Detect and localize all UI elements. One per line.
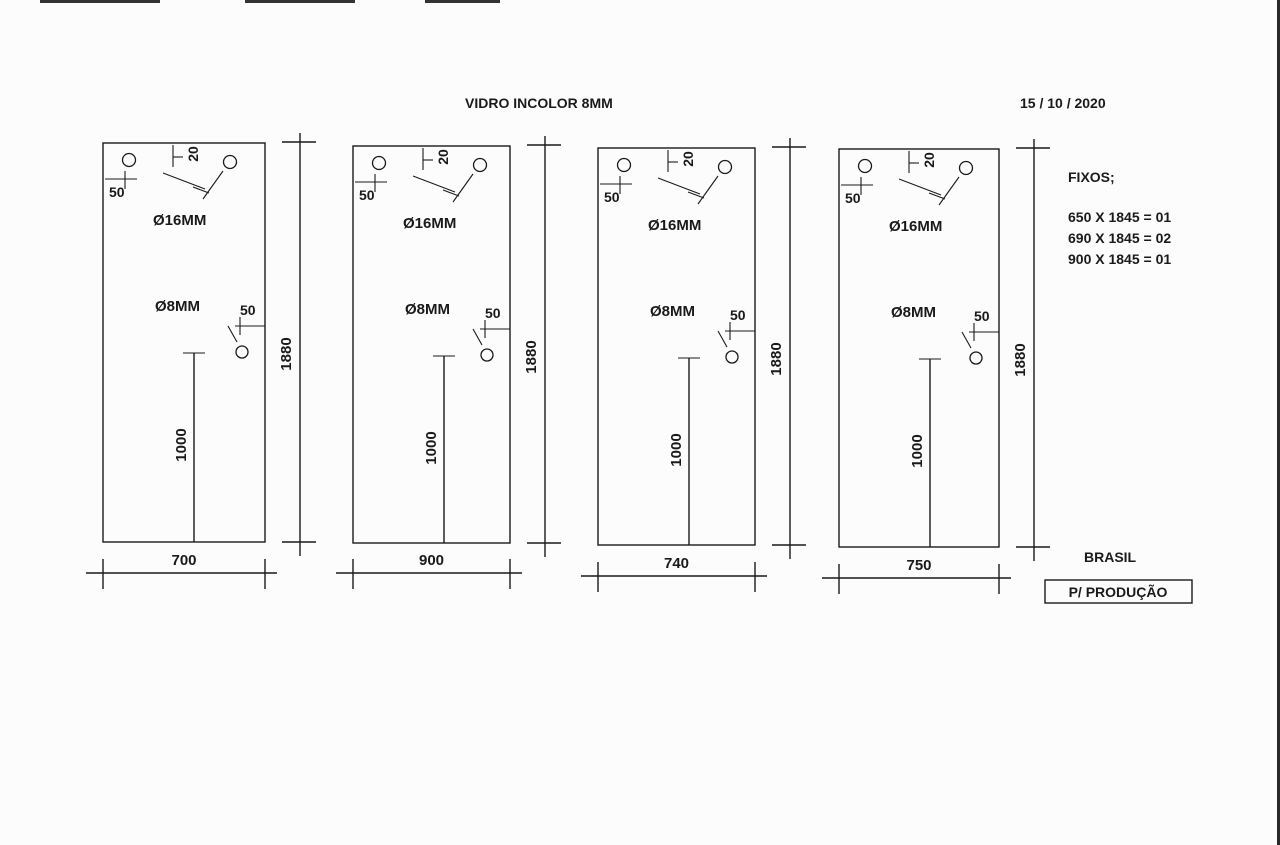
hole-8mm [235, 345, 249, 359]
offset-top-label: 20 [921, 152, 937, 168]
brand-label: BRASIL [1084, 549, 1137, 565]
height-label: 1880 [1012, 343, 1029, 376]
hole-16mm [616, 157, 632, 173]
hole-large-label: Ø16MM [153, 212, 206, 229]
glass-panel-outline [597, 147, 756, 546]
leader-line [192, 186, 210, 194]
leader-line [697, 175, 719, 205]
hole-small-label: Ø8MM [650, 303, 695, 320]
height-label: 1880 [768, 342, 785, 375]
handle-height-label: 1000 [423, 431, 440, 464]
hole-16mm [958, 160, 974, 176]
leader-line [961, 331, 972, 349]
production-stamp: P/ PRODUÇÃO [1069, 583, 1168, 600]
offset-top-label: 20 [435, 149, 451, 165]
offset-small-label: 50 [240, 302, 256, 318]
notes-line: 650 X 1845 = 01 [1068, 209, 1171, 225]
width-label: 750 [906, 557, 931, 574]
leader-line [452, 173, 474, 203]
hole-16mm [857, 158, 873, 174]
hole-small-label: Ø8MM [155, 298, 200, 315]
leader-line [928, 192, 946, 200]
notes-heading: FIXOS; [1068, 169, 1115, 185]
handle-height-label: 1000 [668, 433, 685, 466]
hole-16mm [222, 154, 238, 170]
offset-side-label: 50 [109, 184, 125, 200]
leader-line [202, 170, 224, 200]
scan-artifact [40, 0, 160, 3]
drawing-date: 15 / 10 / 2020 [1020, 95, 1106, 111]
hole-8mm [480, 348, 494, 362]
glass-panel-outline [352, 145, 511, 544]
height-label: 1880 [278, 337, 295, 370]
leader-line [442, 189, 460, 197]
width-label: 900 [419, 552, 444, 569]
hole-16mm [717, 159, 733, 175]
leader-line [162, 172, 206, 190]
hole-large-label: Ø16MM [889, 218, 942, 235]
offset-side-label: 50 [604, 189, 620, 205]
offset-small-label: 50 [974, 308, 990, 324]
hole-small-label: Ø8MM [405, 301, 450, 318]
width-label: 740 [664, 555, 689, 572]
offset-side-label: 50 [845, 190, 861, 206]
production-stamp-box [1044, 579, 1193, 604]
offset-small-label: 50 [485, 305, 501, 321]
width-label: 700 [171, 552, 196, 569]
hole-16mm [472, 157, 488, 173]
hole-small-label: Ø8MM [891, 304, 936, 321]
offset-small-label: 50 [730, 307, 746, 323]
leader-line [938, 176, 960, 206]
leader-line [687, 191, 705, 199]
height-label: 1880 [523, 340, 540, 373]
glass-panel-outline [838, 148, 1000, 548]
leader-line [898, 178, 942, 196]
scan-artifact [245, 0, 355, 3]
handle-height-label: 1000 [909, 434, 926, 467]
leader-line [717, 330, 728, 348]
scan-edge [1277, 0, 1280, 845]
hole-large-label: Ø16MM [403, 215, 456, 232]
offset-top-label: 20 [185, 146, 201, 162]
notes-line: 900 X 1845 = 01 [1068, 251, 1171, 267]
drawing-title: VIDRO INCOLOR 8MM [465, 95, 613, 111]
hole-large-label: Ø16MM [648, 217, 701, 234]
offset-side-label: 50 [359, 187, 375, 203]
hole-16mm [371, 155, 387, 171]
scan-artifact [425, 0, 500, 3]
leader-line [412, 175, 456, 193]
hole-8mm [725, 350, 739, 364]
leader-line [227, 325, 238, 343]
hole-16mm [121, 152, 137, 168]
notes-line: 690 X 1845 = 02 [1068, 230, 1171, 246]
handle-height-label: 1000 [173, 428, 190, 461]
leader-line [657, 177, 701, 195]
offset-top-label: 20 [680, 151, 696, 167]
hole-8mm [969, 351, 983, 365]
leader-line [472, 328, 483, 346]
glass-panel-outline [102, 142, 266, 543]
